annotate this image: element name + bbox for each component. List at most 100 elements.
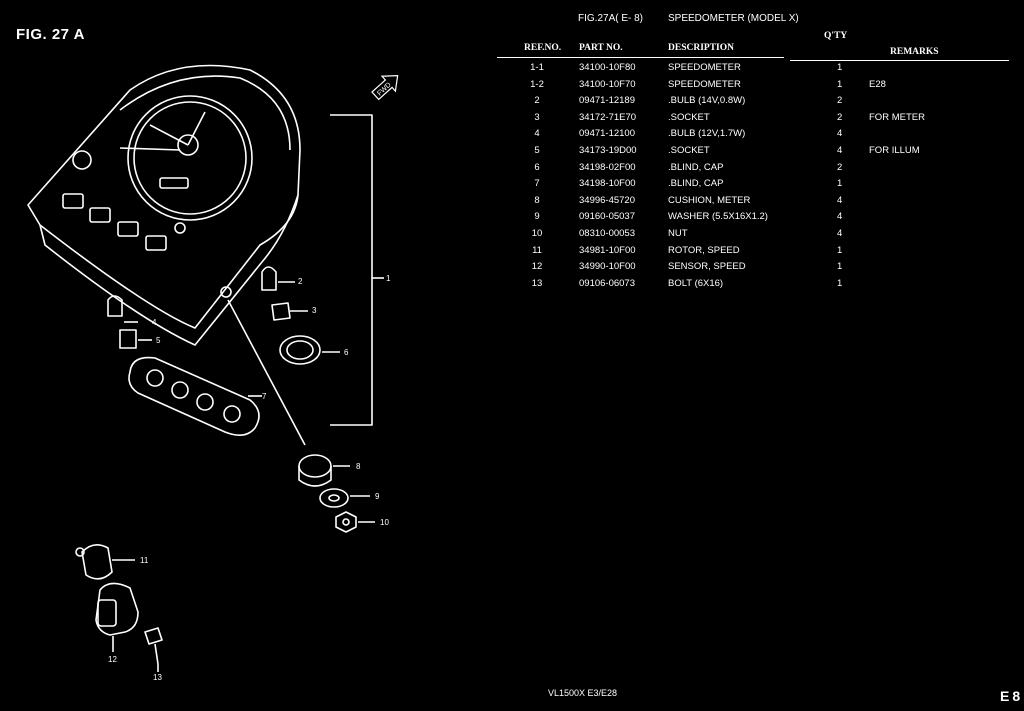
- quantity-cell: 4: [837, 228, 843, 239]
- ref-cell: 13: [531, 277, 543, 289]
- callout-1: 1: [386, 274, 391, 283]
- ref-cell: 11: [532, 244, 542, 256]
- remarks-cell: E28: [869, 78, 886, 90]
- callout-11: 11: [140, 556, 149, 565]
- table-row: 3 34172-71E70 .SOCKET 2 FOR METER: [0, 112, 1024, 128]
- quantity-cell: 4: [837, 211, 843, 223]
- description-cell: BOLT (6X16): [668, 277, 724, 289]
- part-number-cell: 34990-10F00: [579, 261, 636, 273]
- callout-10: 10: [380, 518, 389, 527]
- description-cell: SENSOR, SPEED: [668, 261, 746, 273]
- description-cell: CUSHION, METER: [668, 194, 751, 206]
- description-cell: SPEEDOMETER: [668, 78, 741, 90]
- quantity-cell: 1: [837, 261, 843, 273]
- part-number-cell: 34198-02F00: [579, 161, 636, 173]
- part-number-cell: 08310-00053: [579, 228, 635, 239]
- model-footer: VL1500X E3/E28: [548, 688, 618, 698]
- exploded-parts-diagram: FWD 1 2 3 4 5 6 7 8 9 10 11 12 13: [27, 64, 399, 682]
- quantity-cell: 1: [837, 244, 843, 256]
- callout-12: 12: [108, 655, 117, 664]
- table-row: 5 34173-19D00 .SOCKET 4 FOR ILLUM: [0, 145, 1024, 161]
- part-number-cell: 34996-45720: [579, 194, 635, 206]
- callout-3: 3: [312, 306, 317, 315]
- table-row: 6 34198-02F00 .BLIND, CAP 2: [0, 162, 1024, 178]
- quantity-cell: 2: [837, 95, 843, 107]
- table-row: 1-2 34100-10F70 SPEEDOMETER 1 E28: [0, 79, 1024, 95]
- part-number-cell: 34100-10F80: [579, 62, 636, 73]
- quantity-cell: 2: [837, 111, 843, 123]
- ref-cell: 5: [534, 145, 540, 156]
- ref-cell: 9: [534, 211, 540, 223]
- description-cell: ROTOR, SPEED: [668, 244, 740, 256]
- speedometer-housing-drawing: [27, 64, 301, 346]
- ref-cell: 6: [534, 161, 540, 173]
- remarks-cell: FOR ILLUM: [869, 145, 920, 156]
- description-cell: .BULB (12V,1.7W): [668, 128, 746, 140]
- description-cell: SPEEDOMETER: [668, 62, 741, 73]
- ref-cell: 10: [531, 228, 543, 239]
- header-rule-left: [497, 57, 784, 58]
- table-row: 11 34981-10F00 ROTOR, SPEED 1: [0, 245, 1024, 261]
- description-cell: .SOCKET: [668, 145, 710, 156]
- figure-title: SPEEDOMETER (MODEL X): [668, 13, 799, 24]
- column-header-remarks: REMARKS: [890, 47, 939, 57]
- ref-cell: 4: [534, 128, 540, 140]
- callout-8: 8: [356, 462, 361, 471]
- table-row: 13 09106-06073 BOLT (6X16) 1: [0, 278, 1024, 294]
- table-row: 7 34198-10F00 .BLIND, CAP 1: [0, 178, 1024, 194]
- ref-cell: 3: [534, 111, 540, 123]
- quantity-cell: 2: [837, 161, 843, 173]
- callout-5: 5: [156, 336, 161, 345]
- ref-cell: 8: [534, 194, 540, 206]
- quantity-cell: 4: [837, 128, 843, 140]
- quantity-cell: 1: [837, 178, 843, 190]
- column-header-description: DESCRIPTION: [668, 43, 734, 53]
- figure-label: FIG. 27 A: [16, 26, 85, 43]
- quantity-cell: 4: [837, 145, 843, 156]
- callout-4: 4: [152, 318, 157, 327]
- remarks-cell: FOR METER: [869, 111, 925, 123]
- quantity-cell: 1: [837, 277, 843, 289]
- callout-2: 2: [298, 277, 303, 286]
- description-cell: WASHER (5.5X16X1.2): [668, 211, 768, 223]
- ref-cell: 12: [531, 261, 543, 273]
- part-number-cell: 34981-10F00: [579, 244, 636, 256]
- description-cell: .BULB (14V,0.8W): [668, 95, 746, 107]
- ref-cell: 2: [534, 95, 540, 107]
- table-row: 1-1 34100-10F80 SPEEDOMETER 1: [0, 62, 1024, 78]
- table-row: 12 34990-10F00 SENSOR, SPEED 1: [0, 261, 1024, 277]
- part-number-cell: 34172-71E70: [579, 111, 637, 123]
- column-header-part: PART NO.: [579, 43, 623, 53]
- part-number-cell: 09471-12100: [579, 128, 635, 140]
- table-row: 2 09471-12189 .BULB (14V,0.8W) 2: [0, 95, 1024, 111]
- description-cell: .BLIND, CAP: [668, 178, 724, 190]
- quantity-cell: 1: [837, 62, 843, 73]
- description-cell: .SOCKET: [668, 111, 710, 123]
- page-number: E8: [1000, 688, 1024, 704]
- callout-7: 7: [262, 392, 267, 401]
- ref-cell: 7: [534, 178, 540, 190]
- ref-cell: 1-1: [530, 62, 544, 73]
- part-number-cell: 34173-19D00: [579, 145, 637, 156]
- description-cell: NUT: [668, 228, 688, 239]
- part-number-cell: 09160-05037: [579, 211, 635, 223]
- callout-13: 13: [153, 673, 162, 682]
- column-header-ref: REF.NO.: [524, 43, 562, 53]
- quantity-cell: 1: [837, 78, 843, 90]
- table-row: 10 08310-00053 NUT 4: [0, 228, 1024, 244]
- callout-9: 9: [375, 492, 380, 501]
- part-number-cell: 34198-10F00: [579, 178, 636, 190]
- quantity-cell: 4: [837, 194, 843, 206]
- part-number-cell: 09471-12189: [579, 95, 635, 107]
- callout-6: 6: [344, 348, 349, 357]
- ref-cell: 1-2: [530, 78, 544, 90]
- figure-reference: FIG.27A( E- 8): [578, 13, 644, 24]
- part-number-cell: 34100-10F70: [579, 78, 636, 90]
- table-row: 4 09471-12100 .BULB (12V,1.7W) 4: [0, 128, 1024, 144]
- header-rule-right: [790, 60, 1009, 61]
- table-row: 9 09160-05037 WASHER (5.5X16X1.2) 4: [0, 211, 1024, 227]
- table-row: 8 34996-45720 CUSHION, METER 4: [0, 195, 1024, 211]
- part-number-cell: 09106-06073: [579, 277, 635, 289]
- description-cell: .BLIND, CAP: [668, 161, 724, 173]
- column-header-qty: Q'TY: [824, 31, 848, 41]
